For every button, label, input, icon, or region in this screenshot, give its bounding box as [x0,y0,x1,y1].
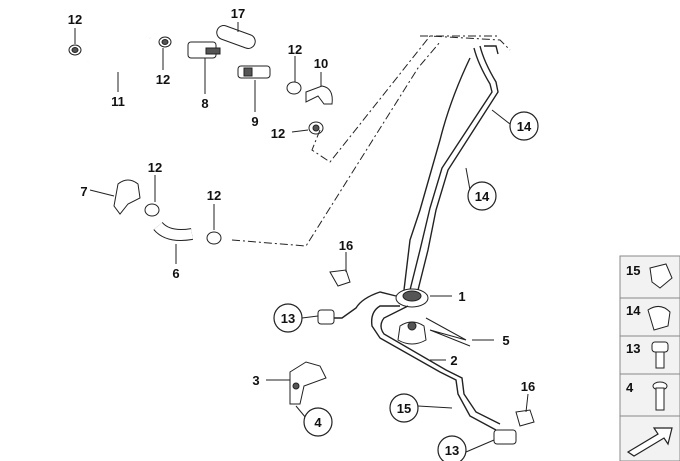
bracket-3 [289,361,327,405]
callout-15-circle: 15 [389,393,419,423]
legend-bolt-icon [652,381,668,411]
callout-3: 3 [252,373,259,388]
callout-12: 12 [156,72,170,87]
callout-9: 9 [251,114,258,129]
elbow-7 [113,179,141,215]
callout-1: 1 [458,289,465,304]
callout-7: 7 [80,184,87,199]
callout-14-circle: 14 [467,181,497,211]
legend-label-14: 14 [626,303,641,318]
support-2 [397,321,427,345]
clip-5 [425,317,471,347]
callout-12: 12 [271,126,285,141]
callout-4: 4 [314,415,322,430]
clip-16-a [329,269,351,287]
clamp-12-c [286,81,302,95]
callout-15: 15 [397,401,411,416]
callout-17: 17 [231,6,245,21]
tube-17 [216,25,256,49]
purge-valve-1 [395,288,429,308]
callout-6: 6 [172,266,179,281]
valve-8 [187,41,221,59]
callout-12: 12 [288,42,302,57]
callout-10: 10 [314,56,328,71]
callout-14-circle: 14 [509,111,539,141]
legend-clamp-icon [647,306,671,331]
pipe-14-b [403,57,471,291]
callout-5: 5 [502,333,509,348]
arrow-icon [626,427,673,457]
callout-8: 8 [201,96,208,111]
callout-12: 12 [68,12,82,27]
clamp-12-f [206,231,222,245]
legend-label-13: 13 [626,341,640,356]
callout-14: 14 [475,189,490,204]
legend-screw-icon [651,341,669,369]
legend-label-15: 15 [626,263,640,278]
pipe-15 [334,291,501,431]
callout-13-circle: 13 [437,435,467,461]
legend-label-4: 4 [626,380,634,395]
callout-4-circle: 4 [303,407,333,437]
callout-13: 13 [445,443,459,458]
callout-11: 11 [111,94,125,109]
callout-2: 2 [450,353,457,368]
clamp-12-a [68,44,82,56]
clip-16-b [515,409,535,427]
clamp-12-b [158,36,172,48]
legend-panel: 15 14 13 4 [619,255,680,461]
clamp-12-d [308,121,324,135]
callout-13: 13 [281,311,295,326]
legend-clip-icon [649,263,673,289]
hose-6 [153,221,193,241]
nozzle-9 [237,65,271,79]
connector-13-b [493,429,517,445]
pipe-14 [409,45,499,291]
callout-12: 12 [148,160,162,175]
hose-11 [87,27,153,66]
elbow-10 [305,85,333,105]
callout-16: 16 [521,379,535,394]
callout-14: 14 [517,119,532,134]
callout-16: 16 [339,238,353,253]
clamp-12-e [144,203,160,217]
callout-13-circle: 13 [273,303,303,333]
callout-12: 12 [207,188,221,203]
connector-13-a [317,309,335,325]
